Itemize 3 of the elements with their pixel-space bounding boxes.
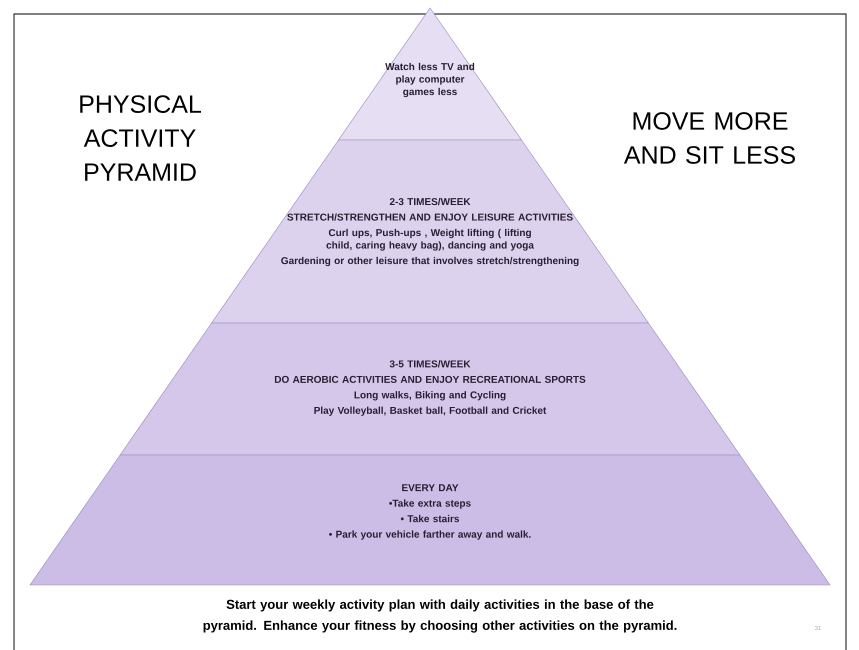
title: PHYSICAL ACTIVITY PYRAMID — [80, 95, 201, 181]
caption: Start your weekly activity plan with daily activities in the base of the pyramid. Enhance your fitness by choosing other activities on the pyramid. — [204, 599, 676, 633]
pyramid-band: 3-5 TIMES/WEEK DO AEROBIC ACTIVITIES AND ENJOY RECREATIONAL SPORTS Long walks, Biking and Cycling Play Volleyball, Basket ball, Football and Cricket — [120, 322, 740, 456]
